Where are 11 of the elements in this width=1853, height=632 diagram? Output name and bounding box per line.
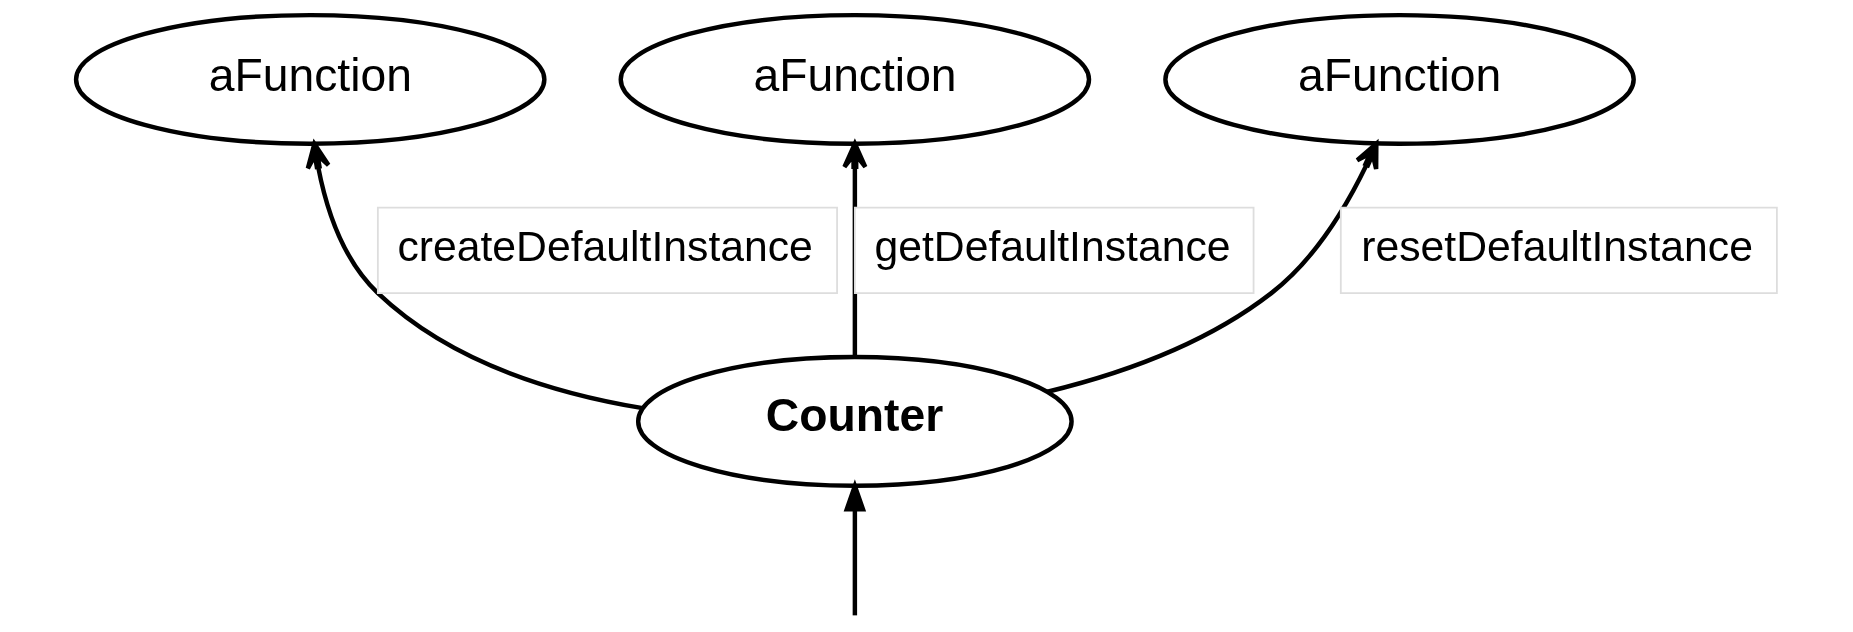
arrow [842, 141, 868, 357]
arrow [843, 479, 867, 616]
node-ellipse: aFunction [1163, 12, 1636, 146]
arrow [305, 141, 644, 411]
arrow [1046, 141, 1379, 394]
edge-label: createDefaultInstance [397, 222, 813, 271]
node-ellipse: Counter [635, 354, 1074, 488]
node-ellipse: aFunction [618, 12, 1092, 146]
edge-label: getDefaultInstance [874, 222, 1231, 271]
edge-label: resetDefaultInstance [1361, 222, 1753, 271]
node-ellipse: aFunction [73, 12, 547, 146]
